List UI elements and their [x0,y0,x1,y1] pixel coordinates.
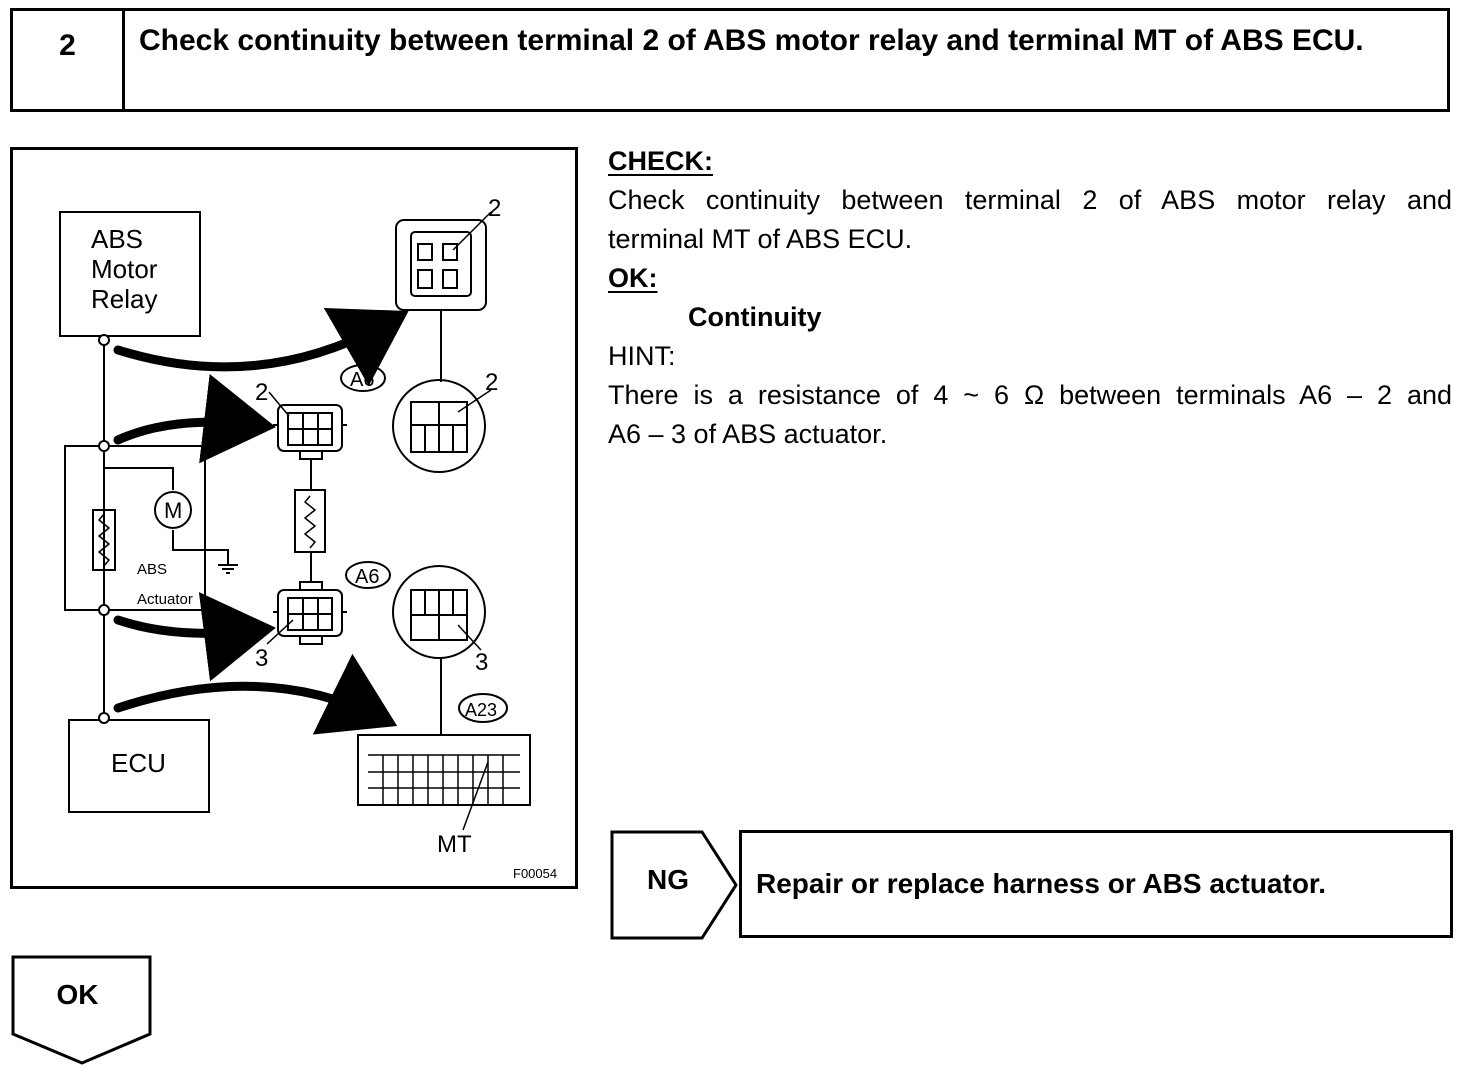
ecu-label: ECU [111,748,166,778]
ng-action-box: Repair or replace harness or ABS actuato… [739,830,1453,938]
hint-line1: There is a resistance of 4 ~ 6 Ω between… [608,380,1452,410]
actuator-box [64,445,206,611]
a6-round-connector-top [392,379,486,473]
ok-value: Continuity [688,302,822,332]
hint-heading: HINT: [608,341,676,371]
step-title: Check continuity between terminal 2 of A… [139,24,1364,57]
arrow-ecu [113,653,398,735]
a23-callout [458,693,508,723]
arrow-relay [113,307,409,386]
a23-connector [357,734,531,806]
actuator-resistor [92,509,116,571]
a6-resistor [294,489,326,553]
actuator-label-2: Actuator [137,591,193,608]
ok-arrow-shape [11,955,152,1065]
ok-heading: OK: [608,263,658,293]
a6-callout-top [340,364,386,392]
relay-label-line1: ABS [91,224,143,254]
a6-round-connector-bottom [392,565,486,659]
motor-label: M [164,498,182,523]
arrow-a6-bottom [113,592,276,682]
motor-symbol [154,491,192,529]
relay-label-line3: Relay [91,284,157,314]
a6-label-bottom: A6 [355,566,379,588]
terminal-3-a6-left: 3 [255,645,268,672]
check-heading: CHECK: [608,146,713,176]
figure-code: F00054 [513,866,557,881]
wiring-diagram: ABS Motor Relay ECU ABS Actuator M A6 A6… [10,147,578,889]
terminal-mt: MT [437,831,472,858]
a6-label-top: A6 [350,369,374,391]
terminal-2-a6-left: 2 [255,379,268,406]
ng-label: NG [647,864,689,895]
wiring-diagram-svg: ABS Motor Relay ECU ABS Actuator M A6 A6… [59,195,557,881]
terminal-3-a6-right: 3 [475,649,488,676]
step-number: 2 [13,11,125,109]
ok-label: OK [56,979,99,1010]
hint-line2: A6 – 3 of ABS actuator. [608,419,888,449]
ecu-box [68,719,210,813]
a6-callout-bottom [345,561,391,589]
relay-box [59,211,201,337]
check-text-line2: terminal MT of ABS ECU. [608,224,913,254]
terminal-2-relay: 2 [488,195,501,222]
check-text-line1: Check continuity between terminal 2 of A… [608,185,1452,215]
terminal-2-a6-right: 2 [485,369,498,396]
relay-label-line2: Motor [91,254,158,284]
ng-action-text: Repair or replace harness or ABS actuato… [756,868,1327,899]
step-header: 2 Check continuity between terminal 2 of… [10,8,1450,112]
a23-label: A23 [465,700,497,720]
arrow-a6-top [113,374,276,464]
ng-arrow-shape [610,830,738,940]
check-section: CHECK: Check continuity between terminal… [608,142,1452,454]
actuator-label-1: ABS [137,561,167,578]
